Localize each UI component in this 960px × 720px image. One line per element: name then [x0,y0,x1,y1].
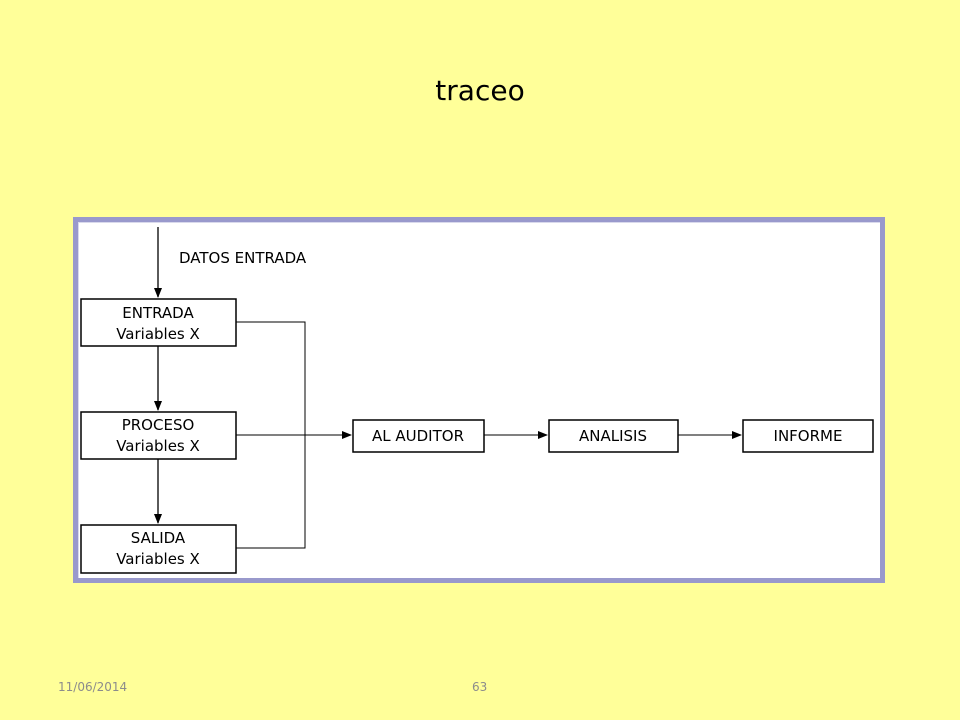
diagram-frame [73,217,885,583]
stage-proceso-sub: Variables X [116,437,200,455]
diagram-canvas [78,222,880,578]
footer-date: 11/06/2014 [58,680,128,694]
stage-proceso-label: PROCESO [122,416,195,434]
flow-analisis: ANALISIS [548,419,679,453]
stage-salida-label: SALIDA [131,529,186,547]
stage-salida: SALIDA Variables X [80,524,237,574]
flow-informe-label: INFORME [774,427,843,445]
flow-al-auditor-label: AL AUDITOR [372,427,464,445]
input-label: DATOS ENTRADA [179,249,307,267]
stage-entrada-label: ENTRADA [122,304,194,322]
stage-entrada-sub: Variables X [116,325,200,343]
slide-title: traceo [435,74,525,107]
page-number: 63 [472,680,488,694]
stage-entrada: ENTRADA Variables X [80,298,237,347]
stage-salida-sub: Variables X [116,550,200,568]
stage-proceso: PROCESO Variables X [80,411,237,460]
flow-informe: INFORME [742,419,874,453]
flow-analisis-label: ANALISIS [579,427,647,445]
flow-al-auditor: AL AUDITOR [352,419,485,453]
